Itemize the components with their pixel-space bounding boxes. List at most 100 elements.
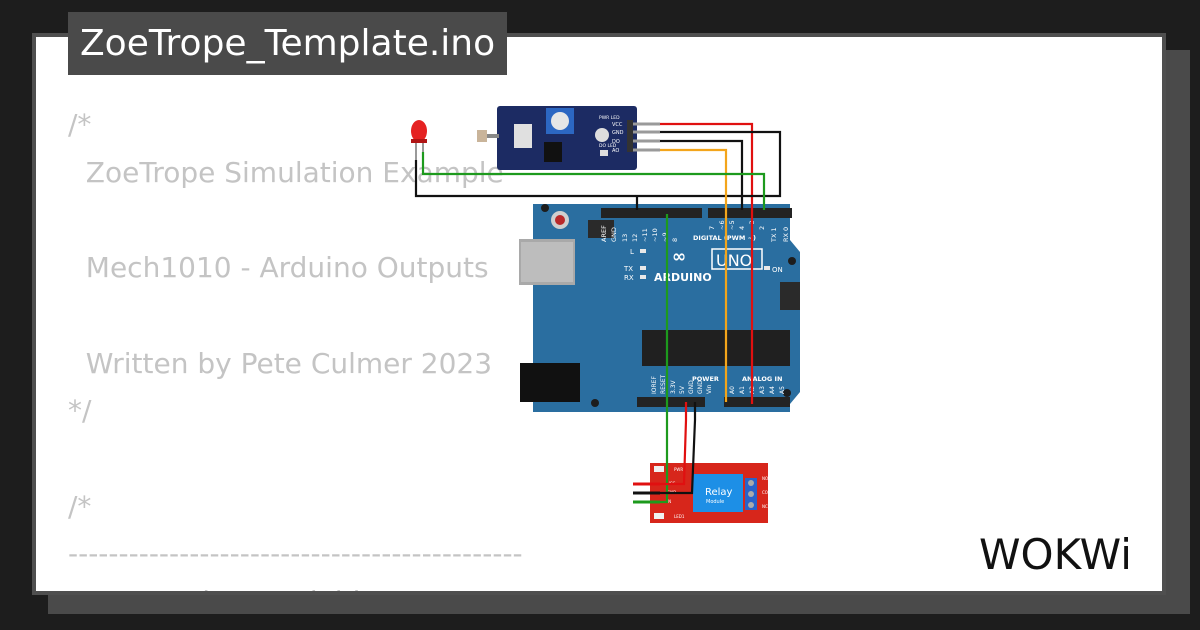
pin-label: AREF	[600, 225, 608, 242]
digital-header	[601, 208, 702, 218]
wokwi-logo: WOKWi	[979, 530, 1132, 579]
pin-label: 4	[738, 226, 746, 230]
on-led	[764, 266, 770, 270]
code-line: */	[68, 394, 92, 428]
icsp-header	[588, 220, 614, 238]
sensor-connector	[514, 124, 532, 148]
pin-label: 12	[631, 234, 639, 242]
relay-led-label: LED1	[674, 514, 685, 519]
wire-green	[660, 214, 669, 504]
arduino-infinity-logo: ∞	[672, 247, 686, 267]
relay-led-label: PWR	[674, 467, 683, 472]
sketch-title: ZoeTrope_Template.ino	[68, 12, 508, 75]
code-line: /*	[68, 489, 92, 523]
on-label: ON	[772, 266, 783, 274]
mounting-hole	[788, 257, 796, 265]
relay-module[interactable]: Relay Module NO COM NC PWR LED1 VCC GND …	[633, 463, 772, 523]
photoresistor-leads	[487, 134, 499, 138]
digital-header	[708, 208, 792, 218]
power-label: POWER	[692, 375, 719, 383]
pin-label: GND	[610, 227, 618, 242]
led-label: TX	[623, 265, 633, 273]
terminal-screw	[748, 502, 754, 508]
sensor-header	[627, 120, 633, 152]
wire-black	[414, 160, 636, 198]
power-header	[637, 397, 705, 407]
pin-label: A5	[779, 386, 786, 394]
pin-label: IOREF	[651, 376, 658, 394]
analog-header	[724, 397, 790, 407]
comparator-chip	[544, 142, 562, 162]
status-led	[640, 249, 646, 253]
sensor-led	[595, 128, 609, 142]
pin-label: ~9	[661, 232, 669, 242]
pin-label: A0	[729, 386, 736, 394]
atmega-chip	[642, 330, 790, 366]
pin-label: 5V	[679, 385, 686, 394]
pin-label: ~6	[718, 220, 726, 230]
pin-label: GND	[688, 380, 695, 394]
status-led	[640, 266, 646, 270]
code-line: /*	[68, 108, 92, 141]
pin-label: 7	[708, 226, 716, 230]
relay-led	[654, 466, 664, 472]
terminal-screw	[748, 491, 754, 497]
code-line: Declare Variables ...	[68, 585, 428, 591]
light-sensor-module[interactable]: PWR LED DO LED VCC GND DO AO	[477, 106, 660, 170]
pin-label: ~11	[641, 228, 649, 242]
mounting-hole	[591, 399, 599, 407]
sensor-pin-label: AO	[612, 148, 619, 154]
icsp-header	[780, 282, 800, 310]
relay-sublabel: Module	[706, 499, 724, 505]
digital-label: DIGITAL (PWM ~)	[693, 234, 756, 242]
uno-badge	[711, 248, 763, 270]
reset-button-cap	[555, 215, 565, 225]
pin-label: ~5	[728, 220, 736, 230]
sensor-led-label: DO LED	[599, 143, 617, 149]
mounting-hole	[541, 204, 549, 212]
code-line: ----------------------------------------…	[68, 537, 523, 571]
pin-label: 8	[671, 238, 679, 242]
status-led	[640, 275, 646, 279]
wire-black	[660, 402, 697, 495]
code-line: Written by Pete Culmer 2023	[68, 346, 493, 380]
sensor-pin-label: GND	[612, 130, 624, 136]
pin-label: RESET	[660, 374, 667, 394]
relay-pin-label: IN	[667, 499, 671, 504]
terminal-label: COM	[762, 490, 772, 495]
wire-green	[421, 152, 766, 210]
pin-label: RX 0	[782, 227, 790, 242]
pin-label: TX 1	[770, 227, 778, 243]
led-body	[411, 120, 427, 142]
pin-label: Vin	[706, 384, 713, 394]
usb-port-face	[521, 242, 573, 282]
arduino-uno[interactable]: AREF GND 13 12 ~11 ~10 ~9 8 7 ~6 ~5 4 ~3…	[519, 204, 800, 412]
analog-label: ANALOG IN	[742, 375, 782, 383]
pin-label: 3.3V	[670, 379, 677, 394]
terminal-label: NC	[762, 504, 768, 509]
relay-block	[693, 474, 743, 512]
relay-label: Relay	[705, 487, 733, 498]
sensor-led	[600, 150, 608, 156]
wire-orange	[660, 148, 728, 402]
arduino-logo-text: ARDUINO	[654, 271, 712, 284]
pin-label: 2	[758, 226, 766, 230]
terminal-label: NO	[762, 476, 768, 481]
wire-black	[660, 139, 744, 210]
power-jack	[520, 363, 580, 402]
wire-black	[635, 130, 782, 210]
red-led[interactable]	[411, 120, 427, 160]
code-line: ZoeTrope Simulation Example	[68, 155, 504, 189]
pin-label: A3	[759, 386, 766, 394]
relay-led	[654, 513, 664, 519]
led-label: L	[630, 248, 634, 256]
pin-label: A4	[769, 386, 776, 394]
led-base	[411, 139, 427, 143]
pin-label: 13	[621, 234, 629, 242]
photoresistor	[477, 130, 487, 142]
wire-red	[660, 122, 754, 404]
terminal-screw	[748, 480, 754, 486]
wokwi-logo-text: WOKWi	[979, 530, 1132, 579]
mounting-hole	[783, 389, 791, 397]
sensor-pin-label: VCC	[612, 122, 623, 128]
